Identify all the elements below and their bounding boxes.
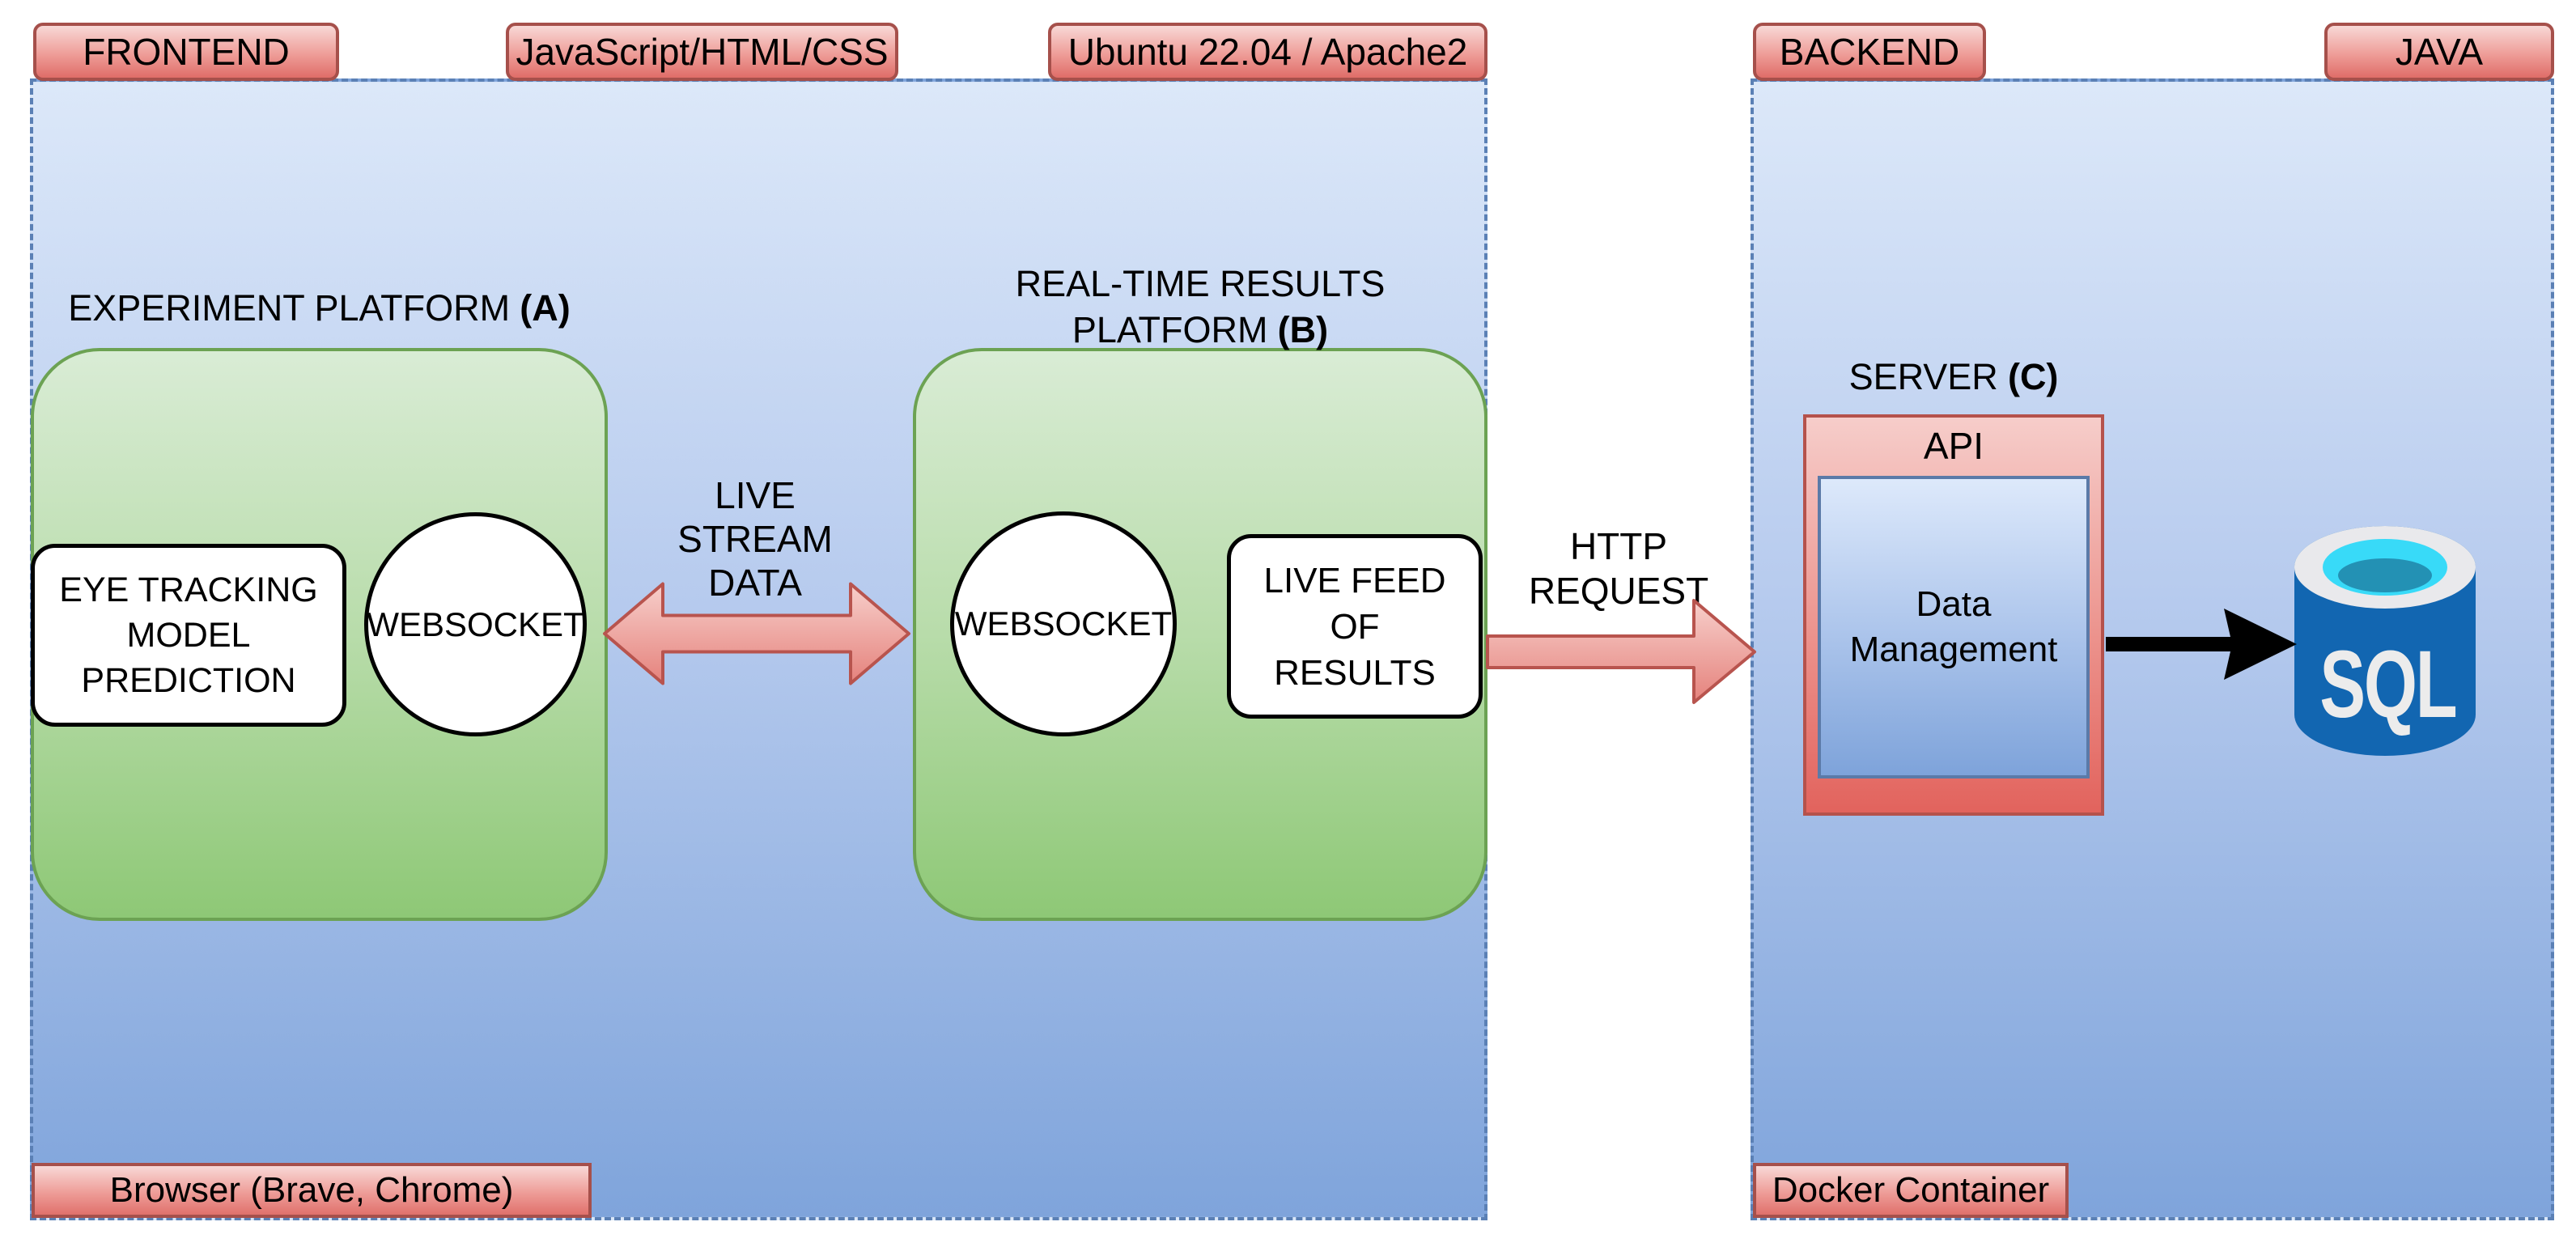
server-title-bold: (C) <box>2007 356 2059 397</box>
eye-tracking-model-label: EYE TRACKING MODEL PREDICTION <box>59 571 318 700</box>
http-request-arrow-icon <box>1486 599 1756 704</box>
live-stream-data-label: LIVE STREAM DATA <box>666 473 844 605</box>
http-request-text: HTTP REQUEST <box>1528 525 1709 612</box>
live-feed-node: LIVE FEED OF RESULTS <box>1227 534 1483 719</box>
websocket-a-label: WEBSOCKET <box>367 605 584 643</box>
docker-container-label: Docker Container <box>1753 1163 2069 1218</box>
experiment-platform-title-bold: (A) <box>520 287 571 329</box>
realtime-results-title-line2: PLATFORM <box>1072 309 1268 350</box>
realtime-results-title-line1: REAL-TIME RESULTS <box>1015 263 1386 304</box>
browser-label: Browser (Brave, Chrome) <box>32 1163 592 1218</box>
eye-tracking-model-node: EYE TRACKING MODEL PREDICTION <box>31 544 346 727</box>
java-tab-label: JAVA <box>2395 31 2484 73</box>
websocket-a-node: WEBSOCKET <box>364 512 587 736</box>
live-stream-data-text: LIVE STREAM DATA <box>677 474 833 604</box>
tech-stack-tab-label: JavaScript/HTML/CSS <box>516 31 889 73</box>
websocket-b-node: WEBSOCKET <box>950 511 1177 736</box>
live-feed-label: LIVE FEED OF RESULTS <box>1263 560 1446 693</box>
java-tab: JAVA <box>2324 23 2554 81</box>
websocket-b-label: WEBSOCKET <box>954 605 1173 643</box>
os-server-tab: Ubuntu 22.04 / Apache2 <box>1048 23 1487 81</box>
realtime-results-title-bold: (B) <box>1277 309 1329 350</box>
tech-stack-tab: JavaScript/HTML/CSS <box>506 23 898 81</box>
api-label: API <box>1923 425 1984 467</box>
docker-container-label-text: Docker Container <box>1772 1170 2050 1210</box>
backend-tab-label: BACKEND <box>1779 31 1960 73</box>
sql-label: SQL <box>2319 631 2457 738</box>
backend-tab: BACKEND <box>1753 23 1986 81</box>
http-request-label: HTTP REQUEST <box>1505 524 1732 613</box>
experiment-platform-title-text: EXPERIMENT PLATFORM <box>68 287 511 329</box>
experiment-platform-title: EXPERIMENT PLATFORM(A) <box>31 285 608 331</box>
sql-database-icon: SQL <box>2294 526 2476 756</box>
realtime-results-platform-title: REAL-TIME RESULTS PLATFORM(B) <box>913 261 1487 353</box>
os-server-tab-label: Ubuntu 22.04 / Apache2 <box>1067 31 1468 73</box>
server-title: SERVER(C) <box>1803 354 2104 400</box>
data-management-label: Data Management <box>1849 584 2058 669</box>
frontend-tab-label: FRONTEND <box>83 31 290 73</box>
data-management-box: Data Management <box>1818 476 2090 778</box>
browser-label-text: Browser (Brave, Chrome) <box>109 1170 514 1210</box>
sql-cylinder-liquid <box>2338 558 2432 592</box>
server-title-text: SERVER <box>1848 356 1998 397</box>
frontend-tab: FRONTEND <box>33 23 339 81</box>
